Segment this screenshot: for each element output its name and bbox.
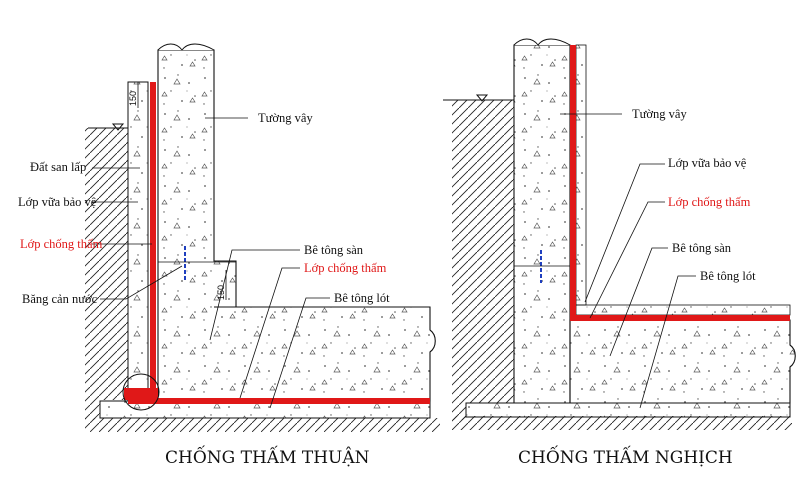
left-label-lop-chong-tham: Lớp chống thấm — [20, 237, 103, 251]
left-dim-step: 150 — [216, 285, 226, 300]
left-diagram: 150 150 Tường vây Đất san lấp Lớp vữa bả… — [18, 43, 440, 468]
left-corner-detail-circle — [122, 373, 160, 411]
right-label-lop-vua-bao-ve: Lớp vữa bảo vệ — [668, 156, 747, 170]
right-label-be-tong-san: Bê tông sàn — [672, 241, 732, 255]
right-protective-mortar-horizontal — [575, 304, 791, 316]
right-label-lop-chong-tham: Lớp chống thấm — [668, 195, 751, 209]
right-lean-concrete — [465, 402, 791, 418]
left-label-be-tong-lot: Bê tông lót — [334, 291, 390, 305]
right-ground-hatch — [452, 416, 792, 430]
right-caption: CHỐNG THẤM NGHỊCH — [518, 445, 733, 468]
right-wall-break — [513, 38, 571, 46]
right-membrane-horizontal — [570, 315, 790, 321]
left-label-dat-san-lap: Đất san lấp — [30, 160, 86, 174]
left-membrane-vertical — [150, 82, 156, 402]
left-ground-hatch — [85, 418, 440, 432]
right-soil-hatch — [452, 100, 514, 420]
left-label-lop-vua-bao-ve: Lớp vữa bảo vệ — [18, 195, 97, 209]
left-label-tuong-vay: Tường vây — [258, 111, 313, 125]
right-water-level-icon — [475, 94, 489, 102]
right-diagram: Tường vây Lớp vữa bảo vệ Lớp chống thấm … — [443, 38, 796, 468]
left-wall-break — [157, 43, 215, 51]
right-wall-body — [513, 44, 571, 404]
left-caption: CHỐNG THẤM THUẬN — [165, 445, 370, 468]
left-protective-mortar — [127, 81, 149, 402]
left-membrane-horizontal — [128, 398, 430, 404]
left-dim-top: 150 — [128, 91, 138, 106]
right-protective-mortar — [575, 44, 587, 306]
right-membrane-vertical — [570, 45, 576, 321]
right-floor-slab — [569, 319, 796, 404]
left-label-lop-chong-tham-2: Lớp chống thấm — [304, 261, 387, 275]
right-label-tuong-vay: Tường vây — [632, 107, 687, 121]
left-wall-body — [157, 49, 436, 402]
left-soil-hatch — [85, 128, 128, 420]
left-water-level-icon — [111, 123, 125, 131]
right-label-be-tong-lot: Bê tông lót — [700, 269, 756, 283]
left-label-bang-can-nuoc: Băng cản nước — [22, 292, 98, 306]
left-label-be-tong-san: Bê tông sàn — [304, 243, 364, 257]
left-corner-membrane — [124, 388, 158, 400]
